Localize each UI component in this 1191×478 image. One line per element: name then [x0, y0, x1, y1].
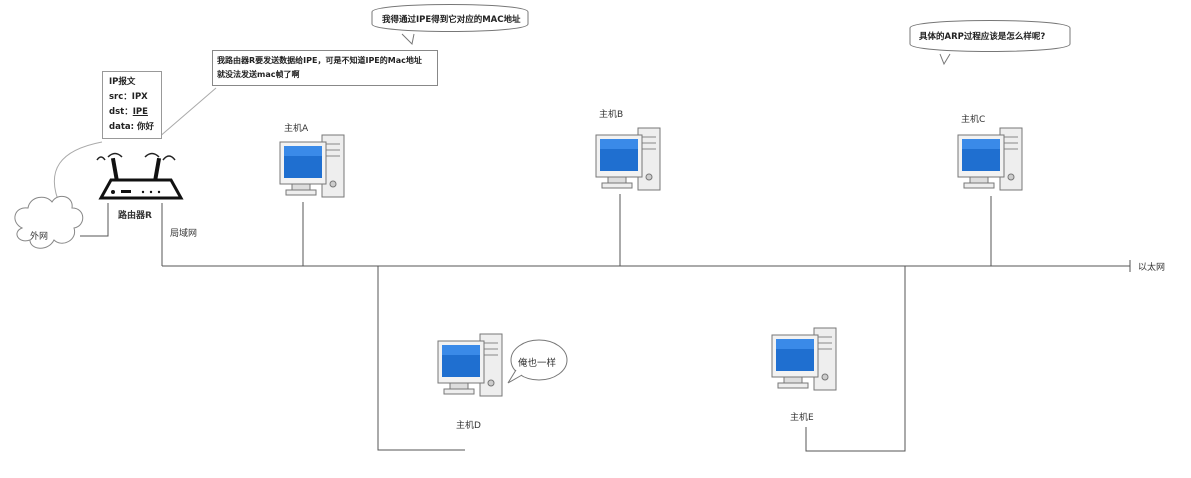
router-note-line1: 我路由器R要发送数据给IPE，可是不知道IPE的Mac地址 [217, 56, 422, 65]
packet-data: data: 你好 [109, 122, 154, 132]
host-d-computer-icon [436, 333, 506, 405]
packet-title: IP报文 [109, 77, 136, 87]
host-b-computer-icon [594, 127, 664, 199]
top-bubble-text: 我得通过IPE得到它对应的MAC地址 [382, 15, 521, 25]
host-d-bubble-shape [510, 339, 568, 381]
question-bubble-shape [909, 20, 1071, 52]
router-note: 我路由器R要发送数据给IPE，可是不知道IPE的Mac地址 就没法发送mac帧了… [212, 50, 438, 86]
internet-cloud [14, 195, 84, 249]
packet-connector [53, 141, 103, 206]
ethernet-label: 以太网 [1138, 263, 1166, 273]
internet-label: 外网 [30, 232, 49, 242]
ip-packet-box: IP报文 src：IPX dst：IPE data: 你好 [102, 71, 162, 139]
router-label: 路由器R [118, 211, 152, 221]
router-icon [95, 150, 185, 205]
packet-dst: dst：IPE [109, 107, 148, 117]
top-bubble-shape [371, 4, 529, 32]
packet-dst-value: IPE [132, 107, 148, 117]
host-a-label: 主机A [284, 124, 309, 134]
host-b-label: 主机B [599, 110, 624, 120]
host-e-computer-icon [770, 327, 840, 399]
packet-src: src：IPX [109, 92, 148, 102]
host-d-label: 主机D [456, 421, 481, 431]
host-d-bubble-text: 俺也一样 [518, 358, 557, 369]
router-note-line2: 就没法发送mac帧了啊 [217, 70, 300, 79]
lan-label: 局域网 [170, 229, 198, 239]
host-d-link [377, 266, 465, 451]
note-connector [157, 87, 217, 139]
host-c-computer-icon [956, 127, 1026, 199]
question-bubble-text: 具体的ARP过程应该是怎么样呢? [919, 32, 1046, 42]
internet-link [80, 203, 109, 237]
host-e-label: 主机E [790, 413, 814, 423]
host-e-link [805, 266, 906, 452]
host-c-label: 主机C [961, 115, 986, 125]
host-a-computer-icon [278, 134, 348, 206]
